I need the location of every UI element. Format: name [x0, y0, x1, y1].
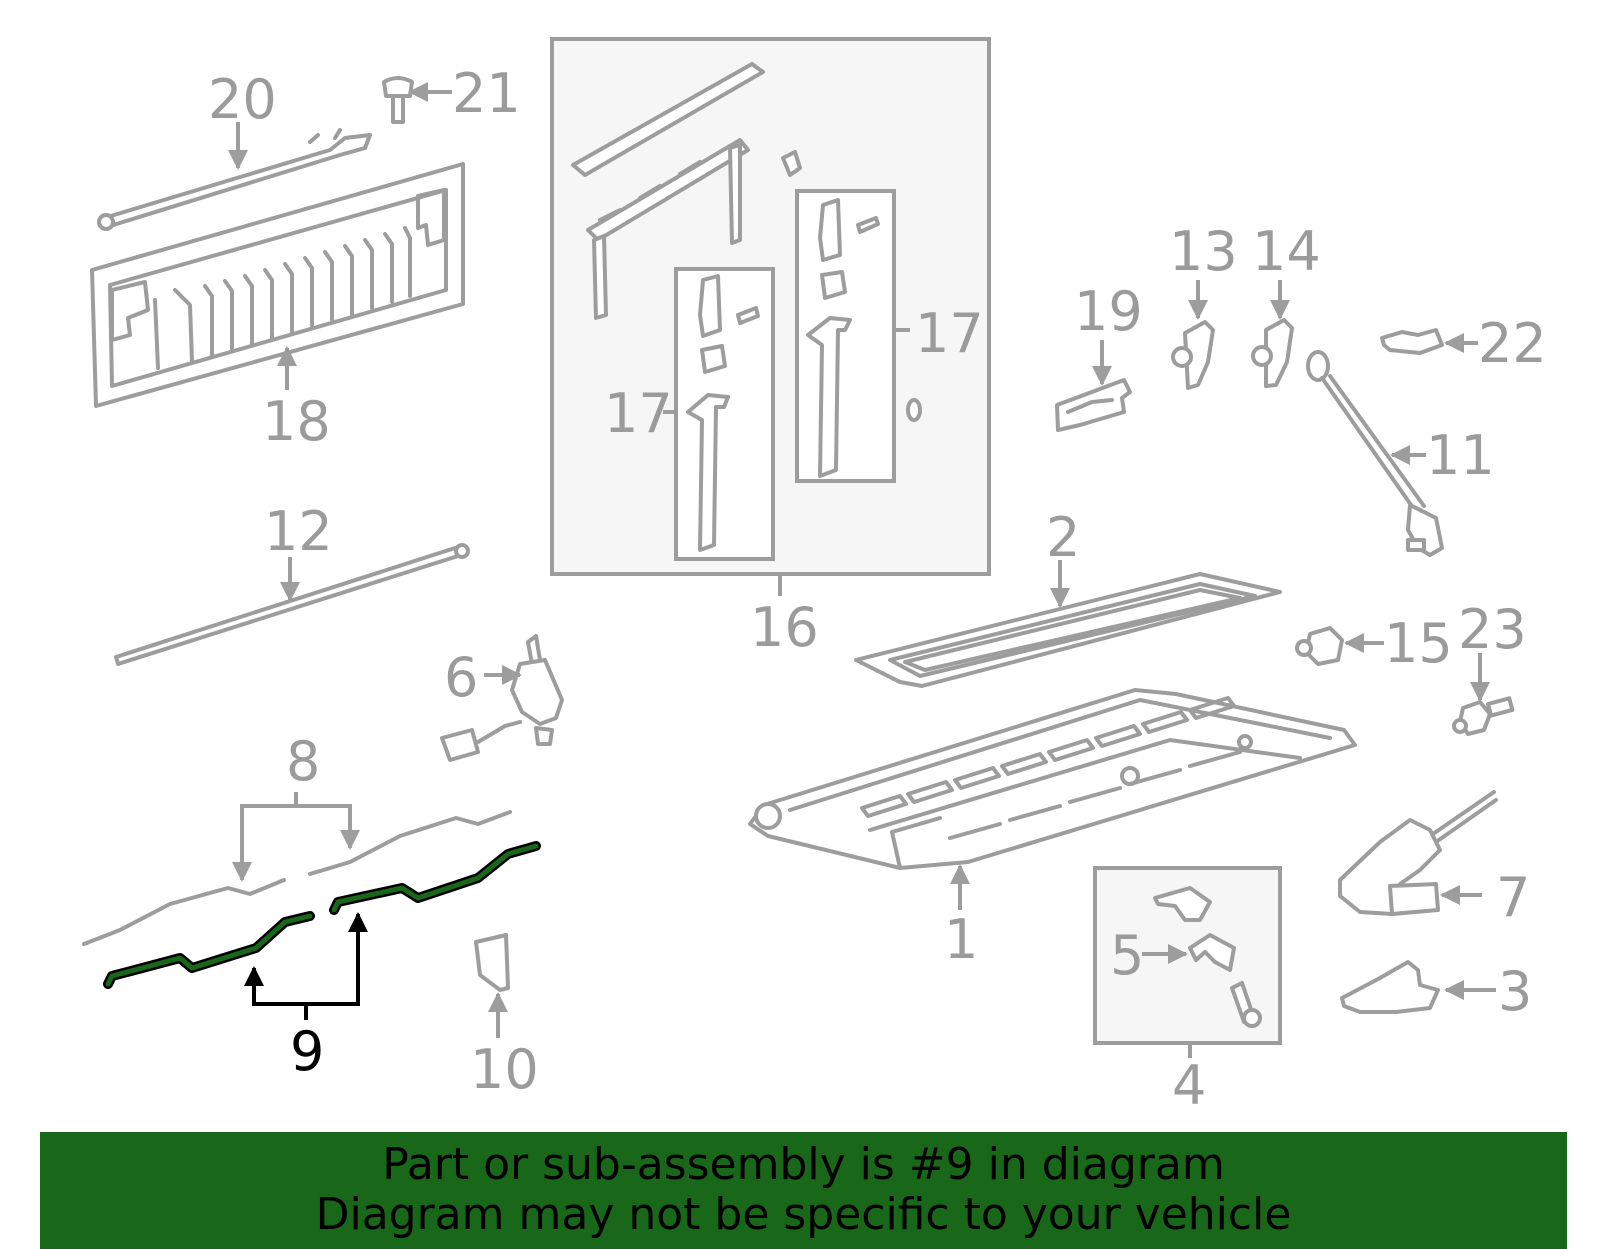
part-11-cable[interactable] — [1306, 350, 1444, 557]
part-2-panel[interactable] — [854, 572, 1282, 688]
part-6-latch-sensor[interactable] — [440, 634, 564, 762]
callout-17-left: 17 — [604, 382, 673, 445]
part-9-rods-highlighted[interactable] — [103, 841, 541, 989]
callout-17-right: 17 — [915, 302, 984, 365]
callout-20: 20 — [208, 68, 277, 131]
callout-19: 19 — [1074, 280, 1143, 343]
callout-3: 3 — [1498, 960, 1532, 1023]
part-3-bracket[interactable] — [1340, 960, 1440, 1014]
part-20-rod[interactable] — [97, 128, 372, 231]
part-13-hinge[interactable] — [1171, 320, 1215, 390]
part-16-top-rail[interactable] — [571, 62, 802, 320]
part-21-bolt[interactable] — [382, 76, 414, 124]
part-7-latch[interactable] — [1338, 790, 1498, 916]
leader-9b — [254, 912, 368, 1006]
callout-6: 6 — [444, 646, 478, 709]
part-1-tailgate[interactable] — [748, 688, 1357, 870]
callout-4: 4 — [1172, 1054, 1206, 1117]
part-10-bracket[interactable] — [474, 933, 510, 992]
info-banner: Part or sub-assembly is #9 in diagram Di… — [40, 1132, 1567, 1249]
callout-14: 14 — [1252, 220, 1321, 283]
part-23-bolt[interactable] — [1452, 696, 1515, 736]
callout-16: 16 — [750, 596, 819, 659]
part-12-rod[interactable] — [114, 543, 470, 666]
part-9-rod-left[interactable] — [105, 913, 313, 987]
callout-23: 23 — [1458, 598, 1527, 661]
callout-1: 1 — [944, 908, 978, 971]
callout-21: 21 — [452, 62, 521, 125]
part-17-clip-left[interactable] — [686, 274, 760, 552]
banner-line-1: Part or sub-assembly is #9 in diagram — [382, 1139, 1225, 1190]
part-16-small-plug[interactable] — [906, 398, 922, 422]
callout-8: 8 — [286, 730, 320, 793]
callout-22: 22 — [1478, 312, 1547, 375]
part-19-bracket[interactable] — [1055, 378, 1132, 432]
part-4-hardware[interactable] — [1153, 886, 1262, 1028]
part-18-tailgate-panel[interactable] — [90, 162, 465, 408]
callout-13: 13 — [1169, 220, 1238, 283]
callout-5: 5 — [1110, 924, 1144, 987]
part-14-hinge[interactable] — [1251, 318, 1294, 388]
leader-9 — [244, 966, 304, 1006]
part-17-clip-right[interactable] — [806, 198, 880, 478]
callout-18: 18 — [262, 390, 331, 453]
callout-12: 12 — [264, 500, 333, 563]
callout-2: 2 — [1046, 506, 1080, 569]
part-22-pad[interactable] — [1380, 328, 1444, 355]
part-15-bumper[interactable] — [1295, 626, 1344, 666]
banner-line-2: Diagram may not be specific to your vehi… — [315, 1189, 1292, 1240]
callout-9: 9 — [290, 1020, 324, 1083]
callout-7: 7 — [1496, 866, 1530, 929]
callout-15: 15 — [1384, 612, 1453, 675]
part-9-rod-right[interactable] — [331, 843, 539, 913]
callout-11: 11 — [1426, 424, 1495, 487]
part-8-rods[interactable] — [82, 810, 512, 946]
callout-10: 10 — [470, 1038, 539, 1101]
